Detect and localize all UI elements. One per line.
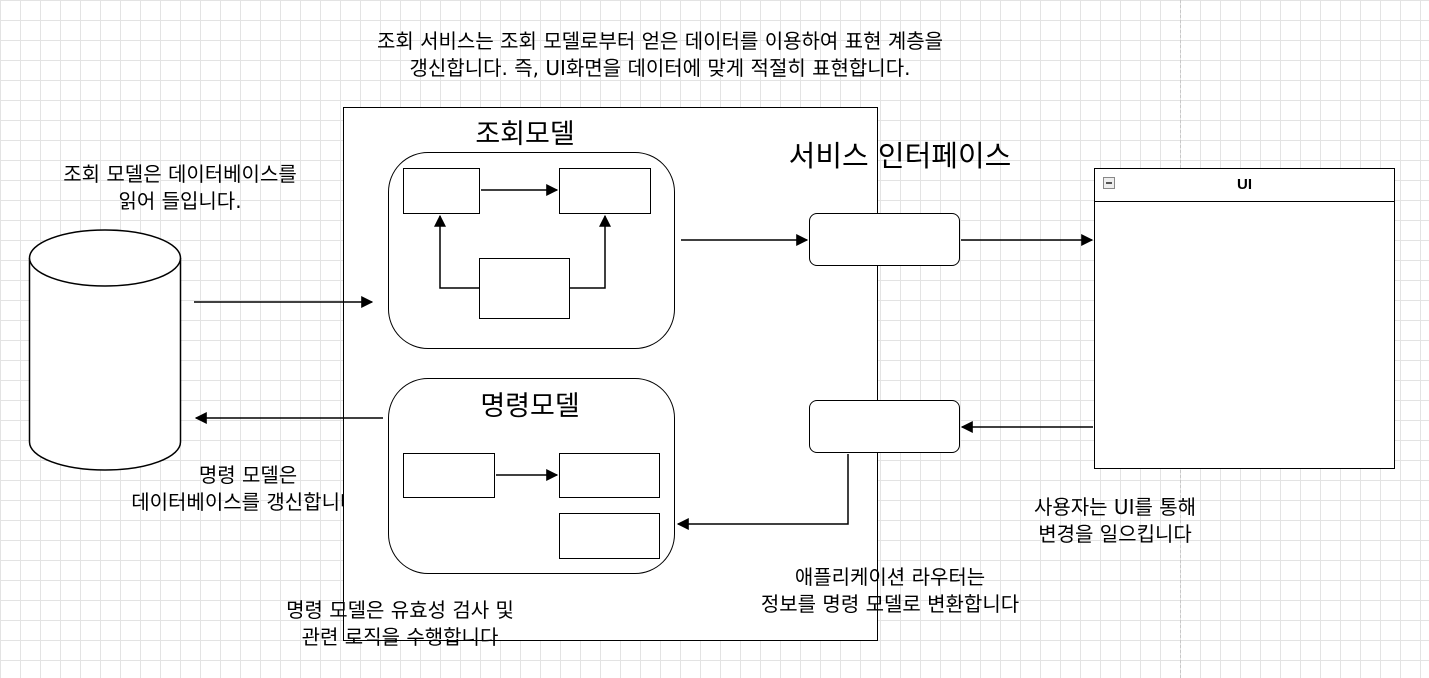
query-block-c-to-b-arrow (570, 214, 611, 289)
query-model-title: 조회모델 (475, 119, 575, 150)
db-update-caption: 명령 모델은 데이터베이스를 갱신합니다. (88, 462, 408, 516)
db-read-caption-line1: 조회 모델은 데이터베이스를 (63, 162, 297, 186)
interface-to-command-arrow (676, 454, 849, 530)
command-model-title: 명령모델 (480, 391, 580, 422)
query-model-block-c[interactable] (479, 258, 570, 319)
router-caption-line2: 정보를 명령 모델로 변환합니다 (760, 592, 1020, 616)
top-caption-line2: 갱신합니다. 즉, UI화면을 데이터에 맞게 적절히 표현합니다. (409, 56, 911, 80)
query-interface-port[interactable] (809, 213, 960, 266)
validation-caption-line2: 관련 로직을 수행합니다 (301, 625, 499, 649)
command-model-block-c[interactable] (559, 513, 660, 559)
validation-caption-line1: 명령 모델은 유효성 검사 및 (286, 598, 514, 622)
query-model-block-a[interactable] (403, 168, 480, 214)
user-caption-line2: 변경을 일으킵니다 (1038, 522, 1192, 546)
query-model-block-b[interactable] (559, 168, 651, 214)
minimize-icon[interactable] (1103, 177, 1115, 189)
user-caption-line1: 사용자는 UI를 통해 (1033, 495, 1197, 519)
db-read-caption: 조회 모델은 데이터베이스를 읽어 들입니다. (20, 161, 340, 215)
router-caption-line1: 애플리케이션 라우터는 (794, 565, 986, 589)
query-block-c-to-a-arrow (434, 214, 479, 289)
command-interface-port[interactable] (809, 400, 960, 453)
top-caption-line1: 조회 서비스는 조회 모델로부터 얻은 데이터를 이용하여 표현 계층을 (376, 29, 944, 53)
user-caption: 사용자는 UI를 통해 변경을 일으킵니다 (985, 494, 1245, 548)
service-interface-label: 서비스 인터페이스 (788, 139, 1012, 173)
ui-window-titlebar: UI (1095, 169, 1394, 202)
ui-window[interactable]: UI (1094, 168, 1395, 469)
ui-window-title: UI (1237, 176, 1252, 193)
db-update-caption-line1: 명령 모델은 (198, 463, 298, 487)
router-caption: 애플리케이션 라우터는 정보를 명령 모델로 변환합니다 (720, 564, 1060, 618)
database-cylinder[interactable] (28, 228, 182, 472)
top-caption: 조회 서비스는 조회 모델로부터 얻은 데이터를 이용하여 표현 계층을 갱신합… (300, 28, 1020, 82)
validation-caption: 명령 모델은 유효성 검사 및 관련 로직을 수행합니다 (240, 597, 560, 651)
db-update-caption-line2: 데이터베이스를 갱신합니다. (131, 490, 365, 514)
db-read-caption-line2: 읽어 들입니다. (118, 189, 242, 213)
command-model-block-b[interactable] (559, 453, 660, 498)
command-model-block-a[interactable] (403, 453, 495, 498)
